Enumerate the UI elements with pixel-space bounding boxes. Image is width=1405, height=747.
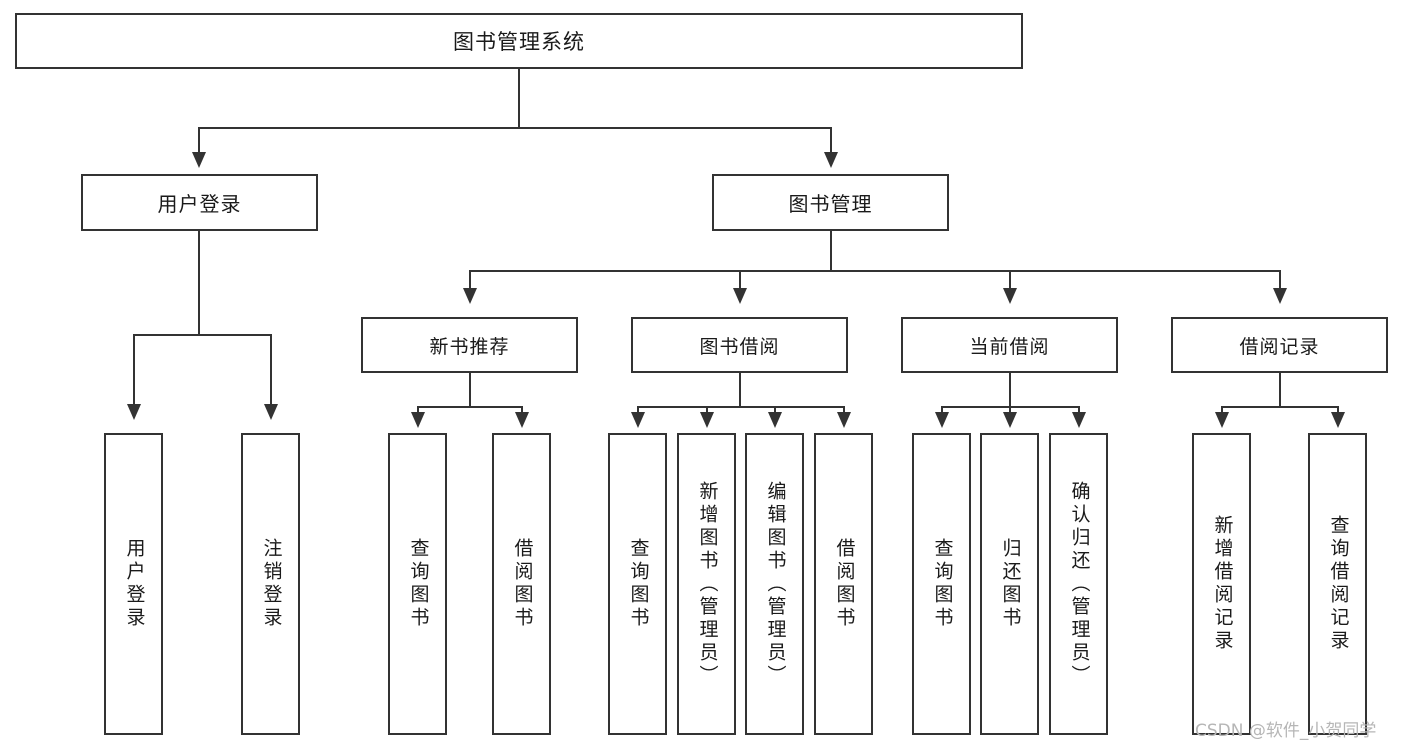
edge-user-login-stem (198, 231, 200, 335)
edge-br-drop-2 (1337, 406, 1339, 414)
node-label: 当前借阅 (969, 335, 1050, 358)
edge-user-login-bar (133, 334, 271, 336)
edge-level2-drop-4 (1279, 270, 1281, 290)
edge-level1-drop-user-login (198, 127, 200, 154)
edge-bb-drop-4 (843, 406, 845, 414)
leaf-label: 借阅图书 (833, 538, 856, 630)
edge-cb-drop-3 (1078, 406, 1080, 414)
node-root-book-management-system[interactable]: 图书管理系统 (15, 13, 1023, 69)
node-book-management[interactable]: 图书管理 (712, 174, 949, 231)
arrow-to-nbr-leaf-1 (411, 412, 425, 428)
leaf-label: 用户登录 (123, 538, 146, 630)
leaf-borrow-book-recommend[interactable]: 借阅图书 (492, 433, 551, 735)
arrow-to-bb-leaf-4 (837, 412, 851, 428)
arrow-to-bb-leaf-1 (631, 412, 645, 428)
leaf-label: 查询图书 (931, 538, 954, 630)
edge-new-book-recommend-stem (469, 373, 471, 408)
edge-level2-drop-1 (469, 270, 471, 290)
node-borrow-record[interactable]: 借阅记录 (1171, 317, 1388, 373)
arrow-to-book-borrow (733, 288, 747, 304)
arrow-to-book-management (824, 152, 838, 168)
arrow-to-br-leaf-2 (1331, 412, 1345, 428)
node-label: 图书管理系统 (453, 30, 585, 54)
arrow-to-borrow-record (1273, 288, 1287, 304)
arrow-to-bb-leaf-2 (700, 412, 714, 428)
arrow-to-nbr-leaf-2 (515, 412, 529, 428)
leaf-borrow-book[interactable]: 借阅图书 (814, 433, 873, 735)
leaf-query-borrow-record[interactable]: 查询借阅记录 (1308, 433, 1367, 735)
node-book-borrow[interactable]: 图书借阅 (631, 317, 848, 373)
edge-cb-drop-1 (941, 406, 943, 414)
edge-bb-drop-2 (706, 406, 708, 414)
leaf-label: 归还图书 (999, 538, 1022, 630)
arrow-to-bb-leaf-3 (768, 412, 782, 428)
edge-cb-drop-2 (1009, 406, 1011, 414)
leaf-return-book[interactable]: 归还图书 (980, 433, 1039, 735)
node-label: 图书管理 (788, 192, 873, 216)
leaf-label: 注销登录 (260, 538, 283, 630)
edge-level1-drop-book-management (830, 127, 832, 154)
arrow-to-br-leaf-1 (1215, 412, 1229, 428)
edge-new-book-recommend-bar (417, 406, 522, 408)
edge-borrow-record-bar (1221, 406, 1338, 408)
leaf-label: 借阅图书 (511, 538, 534, 630)
edge-book-borrow-bar (637, 406, 845, 408)
edge-root-stem (518, 69, 520, 128)
edge-br-drop-1 (1221, 406, 1223, 414)
edge-level2-drop-2 (739, 270, 741, 290)
edge-user-login-drop-2 (270, 334, 272, 406)
arrow-to-user-login-leaf (127, 404, 141, 420)
edge-nbr-drop-2 (521, 406, 523, 414)
leaf-query-book-borrow[interactable]: 查询图书 (608, 433, 667, 735)
edge-borrow-record-stem (1279, 373, 1281, 408)
arrow-to-cb-leaf-2 (1003, 412, 1017, 428)
edge-book-management-stem (830, 231, 832, 271)
edge-level1-bar (198, 127, 832, 129)
leaf-label: 新增图书（管理员） (696, 480, 719, 688)
leaf-add-book-admin[interactable]: 新增图书（管理员） (677, 433, 736, 735)
edge-current-borrow-stem (1009, 373, 1011, 408)
arrow-to-cb-leaf-3 (1072, 412, 1086, 428)
leaf-query-book-recommend[interactable]: 查询图书 (388, 433, 447, 735)
edge-bb-drop-3 (774, 406, 776, 414)
node-label: 新书推荐 (429, 335, 510, 358)
node-current-borrow[interactable]: 当前借阅 (901, 317, 1118, 373)
leaf-label: 查询借阅记录 (1327, 515, 1350, 653)
arrow-to-cb-leaf-1 (935, 412, 949, 428)
leaf-edit-book-admin[interactable]: 编辑图书（管理员） (745, 433, 804, 735)
node-new-book-recommend[interactable]: 新书推荐 (361, 317, 578, 373)
leaf-label: 查询图书 (627, 538, 650, 630)
edge-nbr-drop-1 (417, 406, 419, 414)
leaf-user-login[interactable]: 用户登录 (104, 433, 163, 735)
arrow-to-new-book-recommend (463, 288, 477, 304)
node-user-login[interactable]: 用户登录 (81, 174, 318, 231)
edge-level2-drop-3 (1009, 270, 1011, 290)
arrow-to-current-borrow (1003, 288, 1017, 304)
edge-bb-drop-1 (637, 406, 639, 414)
leaf-label: 编辑图书（管理员） (764, 480, 787, 688)
arrow-to-logout-leaf (264, 404, 278, 420)
leaf-label: 新增借阅记录 (1211, 515, 1234, 653)
edge-user-login-drop-1 (133, 334, 135, 406)
node-label: 借阅记录 (1239, 335, 1320, 358)
leaf-label: 确认归还（管理员） (1068, 480, 1091, 688)
leaf-query-book-current[interactable]: 查询图书 (912, 433, 971, 735)
node-label: 用户登录 (157, 192, 242, 216)
leaf-logout[interactable]: 注销登录 (241, 433, 300, 735)
arrow-to-user-login (192, 152, 206, 168)
watermark-text: CSDN @软件_小贺同学 (1195, 721, 1377, 741)
edge-book-borrow-stem (739, 373, 741, 408)
node-label: 图书借阅 (699, 335, 780, 358)
leaf-label: 查询图书 (407, 538, 430, 630)
leaf-confirm-return-admin[interactable]: 确认归还（管理员） (1049, 433, 1108, 735)
leaf-add-borrow-record[interactable]: 新增借阅记录 (1192, 433, 1251, 735)
edge-level2-bar (469, 270, 1279, 272)
